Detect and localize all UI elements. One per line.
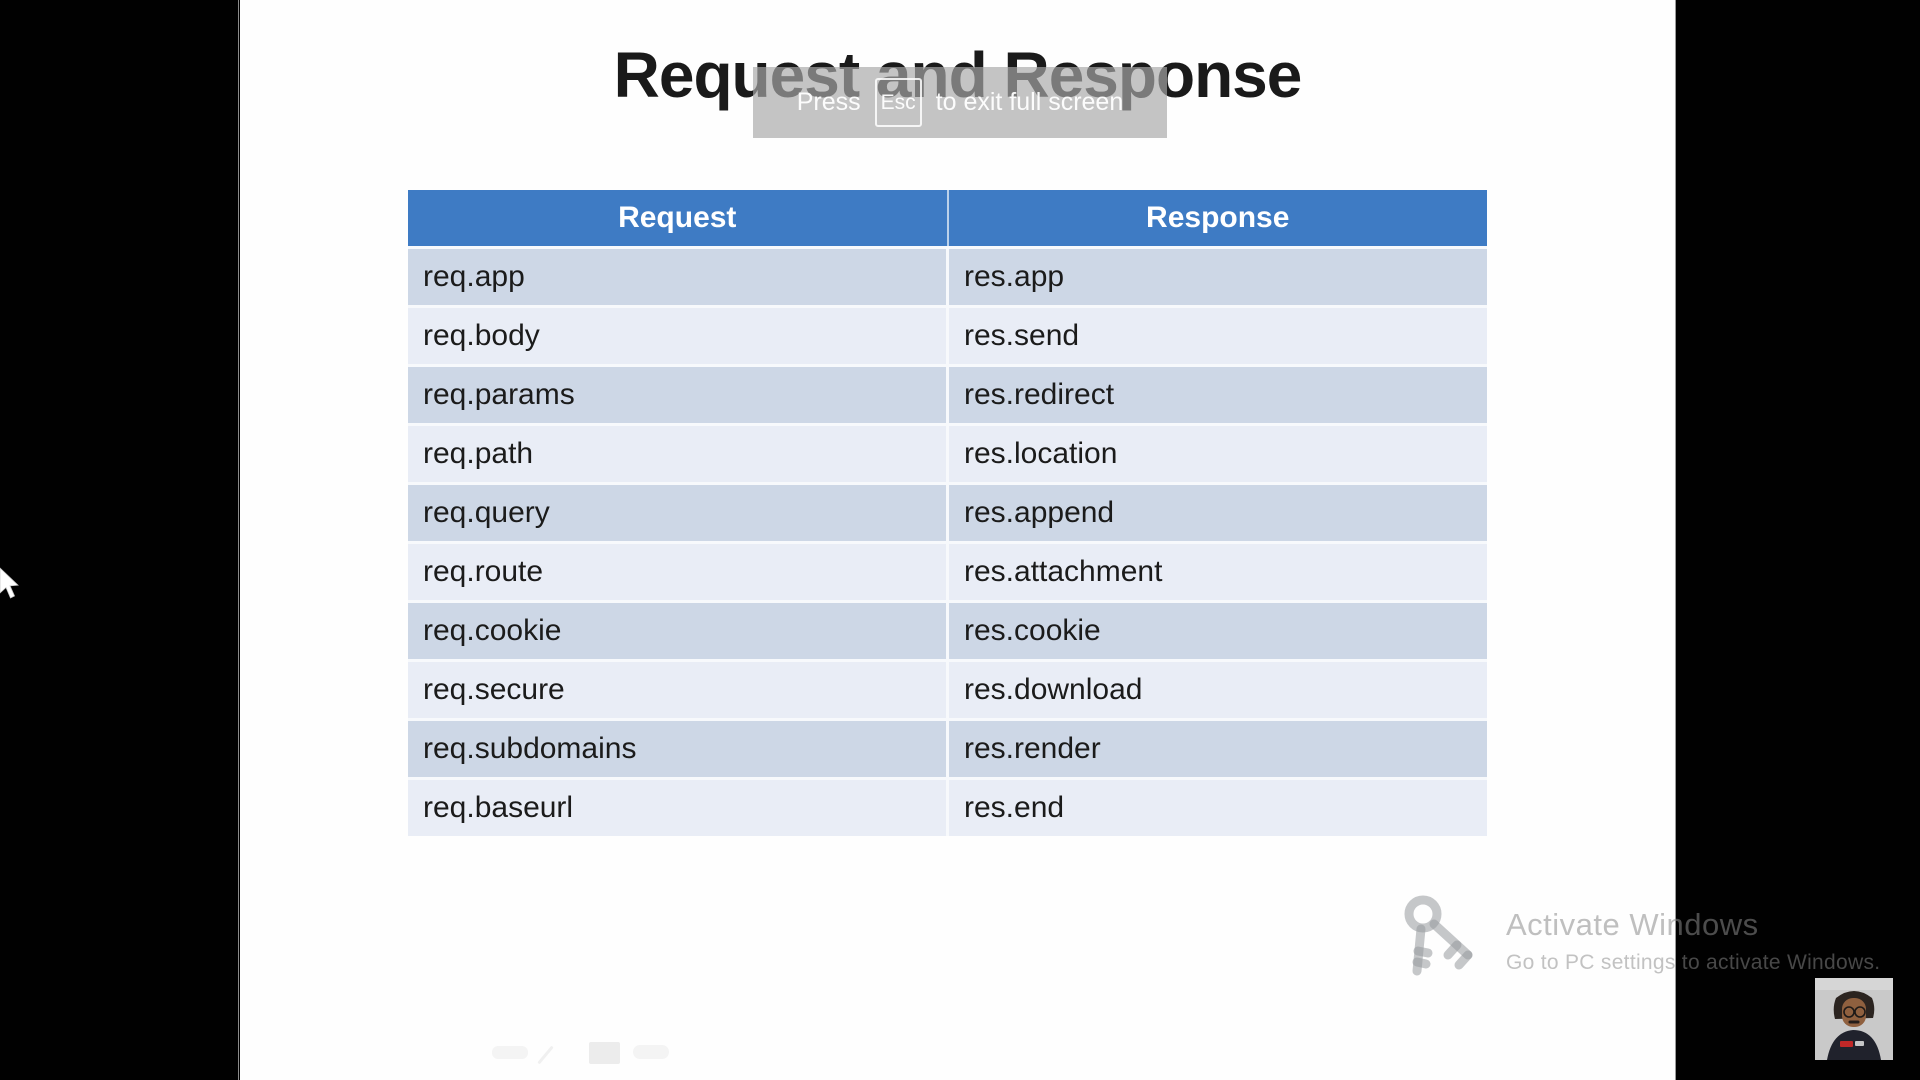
request-response-table: Request Response req.app res.app req.bod… <box>408 190 1487 836</box>
table-row: req.body res.send <box>408 305 1487 364</box>
webcam-overlay <box>1815 978 1893 1060</box>
table-cell-response: res.render <box>964 732 1101 765</box>
activate-windows-watermark: Activate Windows Go to PC settings to ac… <box>1396 893 1880 985</box>
table-row: req.path res.location <box>408 423 1487 482</box>
table-cell-response: res.download <box>964 673 1143 706</box>
table-cell-response: res.location <box>964 437 1118 470</box>
table-cell-request: req.params <box>408 367 949 423</box>
table-row: req.subdomains res.render <box>408 718 1487 777</box>
pen-tool-icon <box>537 1045 554 1065</box>
watermark-subtitle: Go to PC settings to activate Windows. <box>1506 951 1881 974</box>
table-cell-response: res.append <box>964 496 1115 529</box>
more-options-icon <box>633 1045 669 1059</box>
table-cell-response: res.send <box>964 319 1080 352</box>
table-cell-request: req.subdomains <box>408 721 949 777</box>
table-cell-response: res.end <box>964 791 1065 824</box>
table-header-response: Response <box>1146 201 1290 234</box>
slide-overview-icon <box>589 1042 620 1064</box>
table-row: req.cookie res.cookie <box>408 600 1487 659</box>
presenter-webcam <box>1815 978 1893 1060</box>
table-cell-response: res.cookie <box>964 614 1101 647</box>
table-row: req.app res.app <box>408 246 1487 305</box>
table-cell-request: req.body <box>408 308 949 364</box>
table-row: req.baseurl res.end <box>408 777 1487 836</box>
toast-text-suffix: to exit full screen <box>935 88 1124 116</box>
table-header-request: Request <box>408 190 949 246</box>
watermark-text: Activate Windows Go to PC settings to ac… <box>1506 893 1880 985</box>
table-cell-request: req.cookie <box>408 603 949 659</box>
table-header-row: Request Response <box>408 190 1487 246</box>
letterbox-left <box>0 0 239 1080</box>
table-row: req.params res.redirect <box>408 364 1487 423</box>
table-cell-response: res.redirect <box>964 378 1115 411</box>
table-cell-response: res.attachment <box>964 555 1163 588</box>
watermark-title: Activate Windows <box>1506 907 1759 942</box>
windows-key-icon <box>1404 895 1473 976</box>
toast-text-prefix: Press <box>796 88 861 116</box>
esc-key: Esc <box>874 78 922 127</box>
letterbox-right <box>1675 0 1920 1080</box>
table-cell-request: req.app <box>408 249 949 305</box>
table-row: req.route res.attachment <box>408 541 1487 600</box>
table-row: req.secure res.download <box>408 659 1487 718</box>
table-cell-request: req.secure <box>408 662 949 718</box>
table-cell-request: req.path <box>408 426 949 482</box>
fullscreen-toast: Press Esc to exit full screen <box>753 67 1167 138</box>
table-cell-request: req.query <box>408 485 949 541</box>
presentation-slide: Request and Response Request Response re… <box>240 0 1675 1080</box>
table-row: req.query res.append <box>408 482 1487 541</box>
table-cell-request: req.route <box>408 544 949 600</box>
table-cell-request: req.baseurl <box>408 780 949 836</box>
arrow-cursor-icon <box>0 567 19 599</box>
prev-slide-icon <box>492 1046 528 1059</box>
table-cell-response: res.app <box>964 260 1065 293</box>
